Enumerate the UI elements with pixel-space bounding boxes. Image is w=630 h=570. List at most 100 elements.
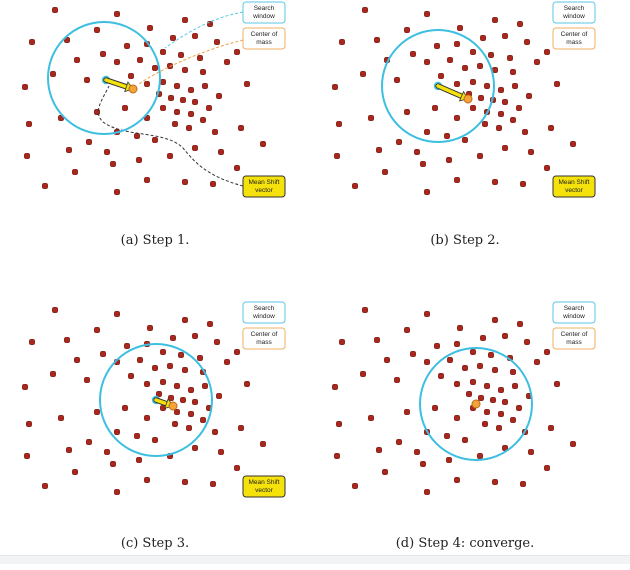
data-point [480, 335, 486, 341]
search-window-circle [99, 343, 213, 457]
center-of-mass-marker [128, 84, 138, 94]
data-point [492, 179, 498, 185]
center-of-mass-marker [168, 401, 178, 411]
data-point [502, 145, 508, 151]
leader-center-of-mass [138, 39, 244, 85]
data-point [492, 479, 498, 485]
data-point [438, 73, 444, 79]
data-point [26, 121, 32, 127]
data-point [384, 357, 390, 363]
legend-search-window-text: Search [254, 5, 275, 12]
data-point [147, 25, 153, 31]
data-point [482, 121, 488, 127]
data-point [376, 147, 382, 153]
data-point [122, 105, 128, 111]
data-point [192, 145, 198, 151]
data-point [404, 109, 410, 115]
data-point [334, 153, 340, 159]
data-point [454, 177, 460, 183]
search-window-circle [381, 29, 495, 143]
legend-center-of-mass-text: mass [256, 39, 272, 46]
legend-center-of-mass-text: mass [566, 339, 582, 346]
data-point [496, 125, 502, 131]
data-point [210, 481, 216, 487]
data-point [174, 109, 180, 115]
data-point [510, 69, 516, 75]
data-point [137, 357, 143, 363]
legend-search-window-text: window [562, 13, 585, 20]
data-point [462, 437, 468, 443]
legend-search-window-text: window [252, 13, 275, 20]
data-point [336, 121, 342, 127]
legend-mean-shift-vector-box [242, 475, 286, 498]
data-point [58, 415, 64, 421]
data-point [212, 129, 218, 135]
data-point [182, 17, 188, 23]
data-point [29, 339, 35, 345]
data-point [368, 115, 374, 121]
data-point [200, 117, 206, 123]
data-point [334, 453, 340, 459]
data-point [24, 153, 30, 159]
data-point [404, 409, 410, 415]
data-point [110, 161, 116, 167]
data-point [516, 105, 522, 111]
legend-center-of-mass-text: Center of [251, 331, 278, 338]
legend-center-of-mass-text: Center of [561, 331, 588, 338]
data-point [396, 139, 402, 145]
data-point [420, 161, 426, 167]
data-point [382, 469, 388, 475]
data-point [524, 339, 530, 345]
data-point [24, 453, 30, 459]
data-point [214, 39, 220, 45]
data-point [362, 7, 368, 13]
data-point [352, 483, 358, 489]
data-point [137, 57, 143, 63]
data-point [548, 425, 554, 431]
data-point [188, 111, 194, 117]
data-point [202, 83, 208, 89]
data-point [522, 129, 528, 135]
data-point [168, 95, 174, 101]
search-window-circle [47, 21, 161, 135]
data-point [260, 441, 266, 447]
data-point [410, 51, 416, 57]
center-of-mass-marker [463, 94, 473, 104]
points-group [332, 307, 576, 495]
data-point [180, 97, 186, 103]
data-point [517, 321, 523, 327]
legend-center-of-mass-text: mass [256, 339, 272, 346]
legend-mean-shift-vector-text: vector [255, 187, 274, 194]
legend-mean-shift-vector-text: Mean Shift [248, 179, 279, 186]
data-point [94, 327, 100, 333]
caption-step1: (a) Step 1. [120, 233, 190, 248]
data-point [492, 17, 498, 23]
data-point [128, 373, 134, 379]
data-point [144, 177, 150, 183]
data-point [477, 363, 483, 369]
data-point [446, 157, 452, 163]
data-point [160, 379, 166, 385]
mean-shift-vector [104, 78, 129, 89]
data-point [414, 449, 420, 455]
data-point [202, 383, 208, 389]
data-point [336, 421, 342, 427]
data-point [454, 477, 460, 483]
data-point [502, 399, 508, 405]
data-point [544, 49, 550, 55]
data-point [100, 351, 106, 357]
data-point [186, 125, 192, 131]
data-point [528, 449, 534, 455]
data-point [167, 363, 173, 369]
data-point [414, 149, 420, 155]
data-point [136, 157, 142, 163]
data-point [122, 405, 128, 411]
data-point [234, 49, 240, 55]
data-point [182, 179, 188, 185]
data-point [216, 93, 222, 99]
search-window-circle [419, 347, 533, 461]
data-point [498, 111, 504, 117]
